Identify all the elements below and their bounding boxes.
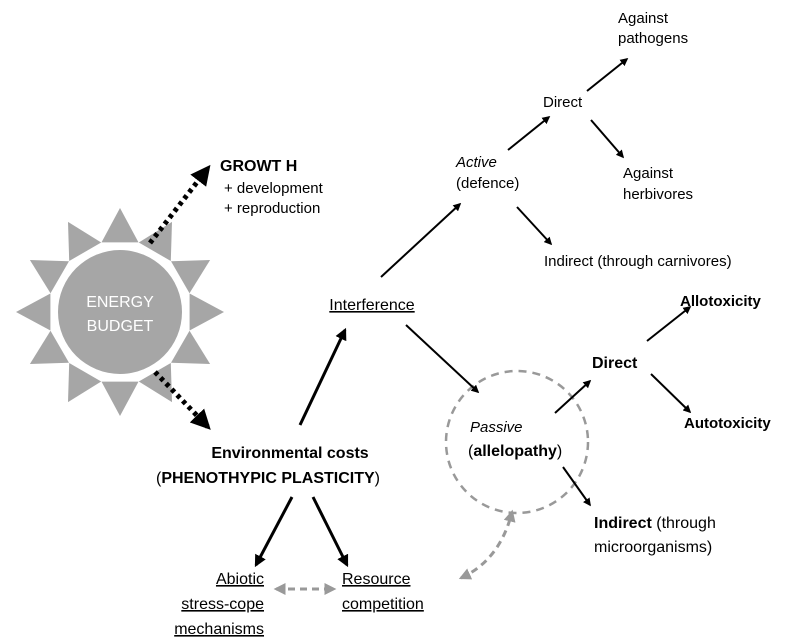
arrow-sun-to-environment <box>153 370 211 430</box>
resource-line1: Resource <box>342 571 411 588</box>
against-pathogens-line2: pathogens <box>618 30 688 47</box>
indirect-microorganisms-line2: microorganisms) <box>594 539 712 556</box>
budget-label: BUDGET <box>87 318 154 335</box>
dashed-arrow-resource-allelopathy <box>458 509 516 580</box>
arrow-env-to-resource <box>311 496 349 568</box>
energy-label: ENERGY <box>86 294 154 311</box>
environmental-costs-label: Environmental costs <box>211 445 368 462</box>
allelopathy-dashed-circle <box>444 369 590 515</box>
sun-icon <box>16 208 224 416</box>
active-label: Active <box>455 154 497 171</box>
resource-line2: competition <box>342 596 424 613</box>
passive-label: Passive <box>470 419 523 436</box>
sun-core <box>58 250 182 374</box>
arrow-env-to-abiotic <box>254 496 294 568</box>
direct-defence-label: Direct <box>543 94 583 111</box>
arrow-direct-to-allotoxicity <box>646 306 692 342</box>
arrow-direct-to-pathogens <box>586 58 629 92</box>
sun-ray <box>171 330 211 364</box>
abiotic-line2: stress-cope <box>181 596 264 613</box>
arrow-env-to-interference <box>298 327 347 426</box>
against-herbivores-line1: Against <box>623 165 674 182</box>
autotoxicity-label: Autotoxicity <box>684 415 771 432</box>
sun-ray <box>101 381 139 416</box>
against-herbivores-line2: herbivores <box>623 186 693 203</box>
sun-ray <box>189 293 224 331</box>
growth-development: + development <box>224 180 324 197</box>
sun-ray <box>138 363 172 403</box>
arrow-active-to-direct <box>507 115 551 151</box>
arrow-direct-to-herbivores <box>590 119 625 159</box>
defence-label: (defence) <box>456 175 519 192</box>
sun-ray <box>138 221 172 261</box>
against-pathogens-line1: Against <box>618 10 669 27</box>
sun-ray <box>101 208 139 243</box>
sun-rays <box>16 208 224 416</box>
arrow-direct-to-autotoxicity <box>650 373 692 414</box>
abiotic-line1: Abiotic <box>216 571 264 588</box>
sun-ray <box>29 330 69 364</box>
sun-ray <box>171 260 211 294</box>
sun-ray <box>68 363 102 403</box>
arrow-interference-to-passive <box>405 324 480 394</box>
arrow-active-to-indirect <box>516 206 553 246</box>
growth-title: GROWT H <box>220 158 297 175</box>
allotoxicity-label: Allotoxicity <box>680 293 762 310</box>
indirect-microorganisms-line1: Indirect (through <box>594 515 716 532</box>
direct-allelopathy-label: Direct <box>592 355 638 372</box>
phenotypic-plasticity-label: (PHENOTHYPIC PLASTICITY) <box>156 470 380 487</box>
indirect-carnivores-label: Indirect (through carnivores) <box>544 253 732 270</box>
sun-ray <box>29 260 69 294</box>
sun-ray <box>68 221 102 261</box>
arrow-passive-to-direct <box>554 379 592 414</box>
interference-label: Interference <box>329 297 414 314</box>
sun-ray <box>16 293 51 331</box>
arrow-interference-to-active <box>380 202 462 278</box>
allelopathy-label: (allelopathy) <box>468 443 562 460</box>
abiotic-line3: mechanisms <box>174 621 264 638</box>
arrow-passive-to-indirect <box>562 466 591 507</box>
growth-reproduction: + reproduction <box>224 200 320 217</box>
